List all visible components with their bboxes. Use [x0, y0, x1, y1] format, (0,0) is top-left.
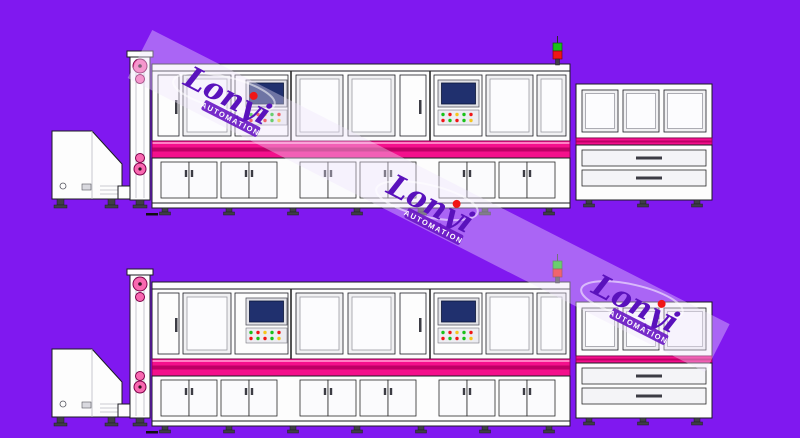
- drawing-svg: Lonyi AUTOMATION: [0, 0, 800, 438]
- cad-drawing-canvas: Lonyi AUTOMATION: [0, 0, 800, 438]
